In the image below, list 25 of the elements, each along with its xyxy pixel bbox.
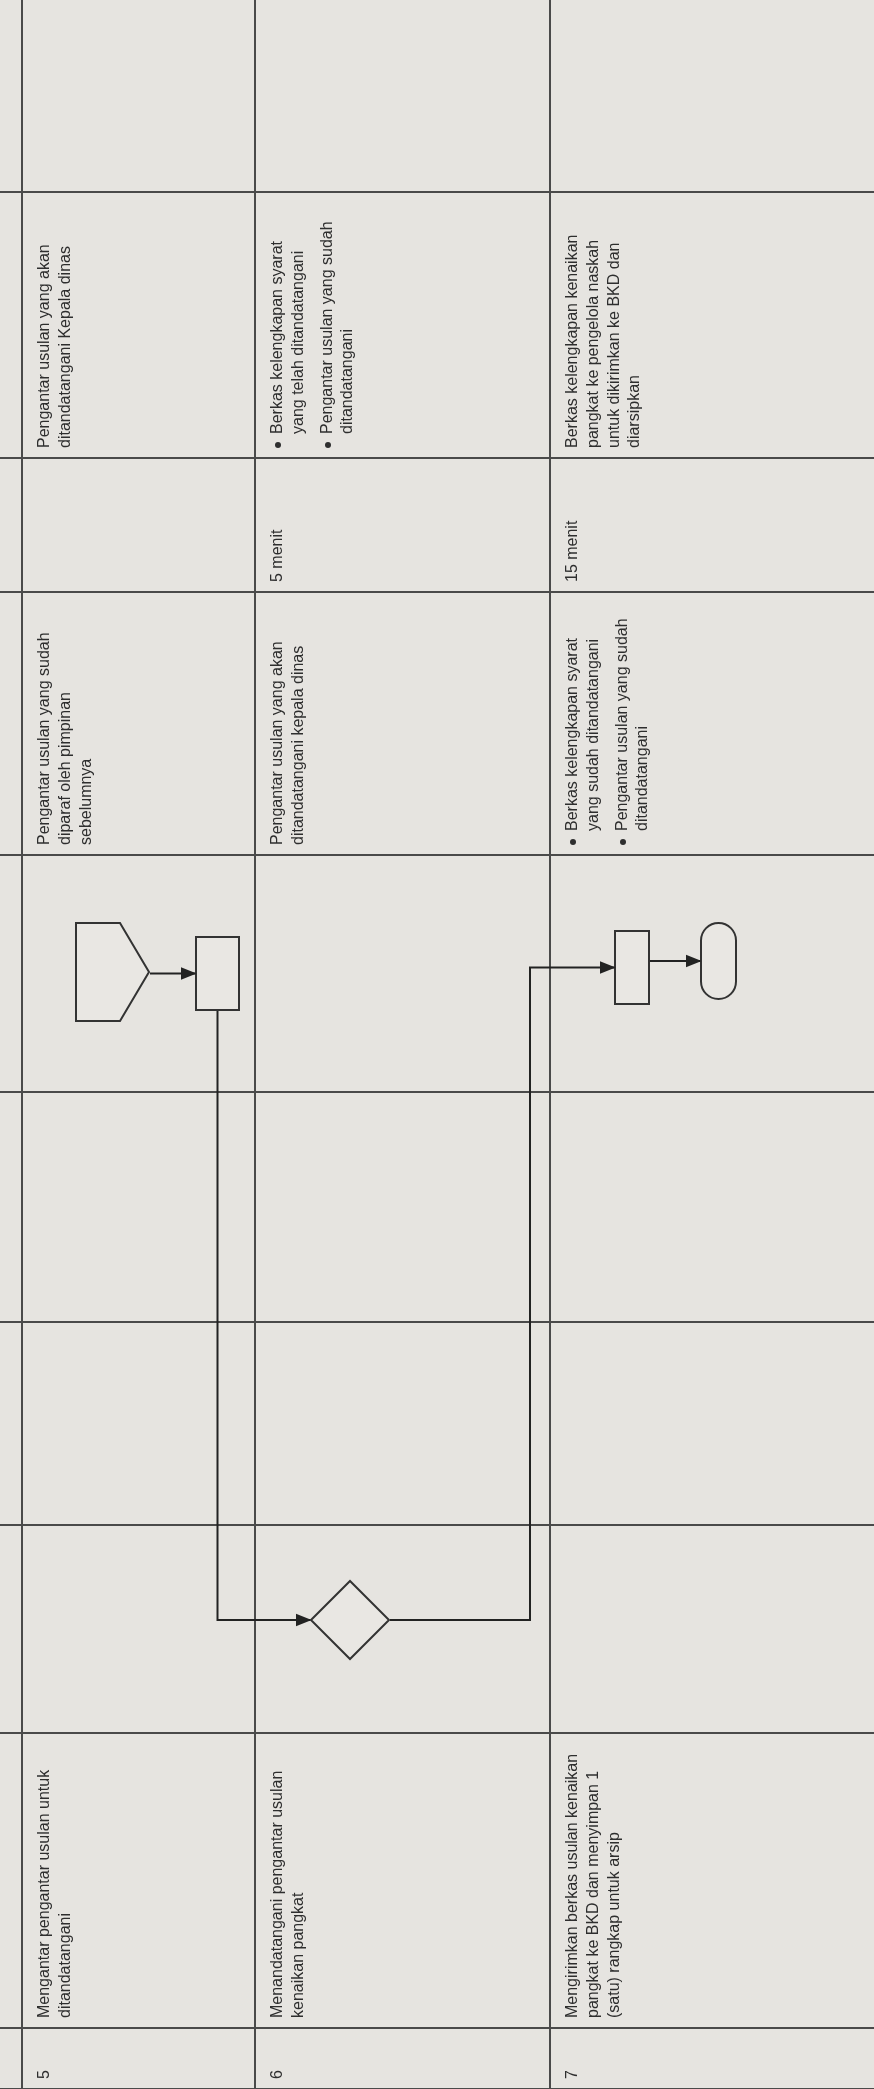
step-number: 6 [267, 2069, 286, 2079]
process-box [195, 936, 240, 1011]
process-box [614, 930, 650, 1005]
off-page-connector [75, 922, 150, 1022]
cell-text: Pengantar usulan yang akan ditandatangani kepala dinas [267, 640, 307, 845]
cell-text: Berkas kelengkapan syarat yang telah ditandatangani [267, 240, 307, 434]
arrow [389, 961, 616, 1621]
cell-text: Pengantar usulan yang sudah diparaf oleh pimpinan sebelumnya [34, 631, 95, 845]
cell-text: Menandatangani pengantar usulan kenaikan pangkat [267, 1769, 307, 2018]
cell-text: Mengantar pengantar usulan untuk ditandatangani [34, 1768, 74, 2018]
cell-text: Berkas kelengkapan syarat yang sudah ditandatangani [562, 637, 602, 831]
terminator-shape [700, 922, 737, 1000]
arrow [216, 1010, 312, 1627]
cell-text: Mengirimkan berkas usulan kenaikan pangkat ke BKD dan menyimpan 1 (satu) rangkap untuk arsip [562, 1752, 623, 2018]
step-number: 7 [562, 2069, 581, 2079]
cell-text: 5 menit [267, 528, 286, 582]
arrow [149, 967, 197, 980]
cell-text: Berkas kelengkapan kenaikan pangkat ke pengelola naskah untuk dikirimkan ke BKD dan diarsipkan [562, 233, 644, 448]
cell-text: 15 menit [562, 519, 581, 582]
step-number: 5 [34, 2069, 53, 2079]
decision-diamond [310, 1580, 390, 1660]
cell-text: Pengantar usulan yang sudah ditandatangani [316, 220, 357, 434]
cell-text: Pengantar usulan yang sudah ditandatangani [611, 617, 652, 831]
cell-text: Pengantar usulan yang akan ditandatangani Kepala dinas [34, 243, 74, 448]
arrow [649, 954, 702, 968]
